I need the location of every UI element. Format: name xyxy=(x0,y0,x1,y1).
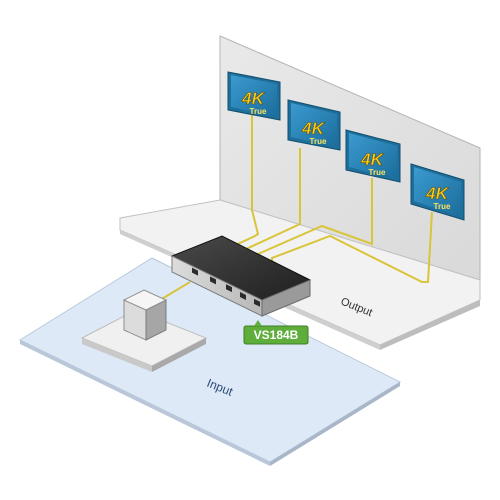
input-pc xyxy=(80,289,208,372)
device-ports xyxy=(192,267,260,307)
display-3-logo: 4K True xyxy=(360,150,386,177)
display-2-4k-text: 4K xyxy=(301,119,325,138)
display-2-logo: 4K True xyxy=(301,119,327,146)
display-3-true-text: True xyxy=(369,168,386,177)
input-zone xyxy=(18,257,402,466)
display-2 xyxy=(287,99,341,151)
output-floor-side xyxy=(380,300,480,350)
display-3-4k-text: 4K xyxy=(360,150,384,169)
display-2-true-text: True xyxy=(310,137,327,146)
display-1-4k-text: 4K xyxy=(241,89,265,108)
display-3 xyxy=(345,129,401,183)
display-1-logo: 4K True xyxy=(241,89,267,116)
display-1 xyxy=(227,71,281,121)
display-4-logo: 4K True xyxy=(425,184,451,211)
pedestal-front xyxy=(82,338,152,372)
model-badge-label: VS184B xyxy=(254,328,299,342)
display-1-true-text: True xyxy=(250,107,267,116)
display-4-true-text: True xyxy=(434,202,451,211)
display-4-4k-text: 4K xyxy=(425,184,449,203)
display-4 xyxy=(410,163,465,221)
input-floor-edge xyxy=(20,340,270,466)
pedestal-side xyxy=(152,338,206,372)
device-side xyxy=(261,279,311,317)
pc-tower-top xyxy=(122,289,168,311)
input-cable xyxy=(159,281,191,301)
model-badge: VS184B xyxy=(243,320,309,345)
input-floor-side xyxy=(270,382,400,466)
splitter-device xyxy=(170,235,312,317)
